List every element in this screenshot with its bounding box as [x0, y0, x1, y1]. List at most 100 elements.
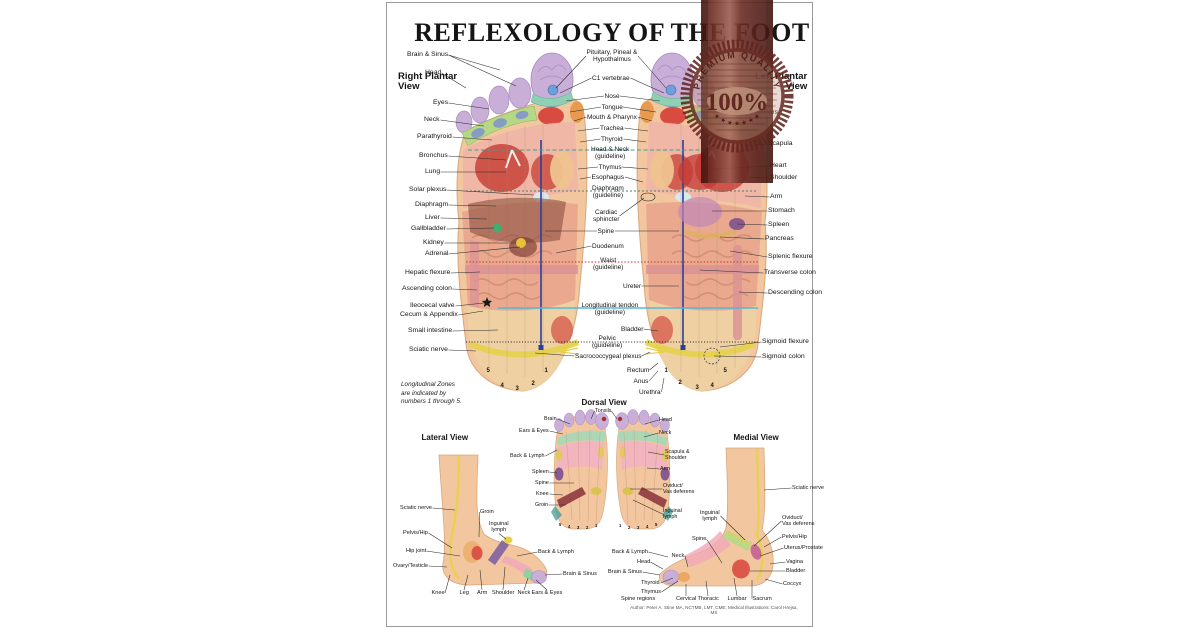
leader-line: [448, 204, 497, 207]
label-pancreas: Pancreas: [765, 235, 794, 242]
label-hip-joint: Hip joint: [406, 548, 427, 554]
label-sigmoid-flexure: Sigmoid flexure: [762, 338, 809, 345]
label-3: 3: [695, 384, 699, 391]
label-neck: Neck: [424, 116, 440, 123]
label-sacrum: Sacrum: [752, 596, 772, 602]
label-kidney: Kidney: [423, 239, 444, 246]
leader-line: [642, 571, 661, 576]
leader-line: [573, 116, 587, 122]
label-esophagus: Esophagus: [591, 173, 625, 181]
label-ureter: Ureter: [623, 282, 642, 290]
label-c1-vertebrae: C1 vertebrae: [592, 74, 630, 82]
label-lateral-view: Lateral View: [421, 432, 469, 442]
label-thyroid: Thyroid: [641, 580, 660, 586]
medial-view-foot: [658, 447, 774, 587]
label-head: Head: [425, 69, 442, 76]
leader-line: [661, 377, 665, 393]
label-knee: Knee: [431, 590, 445, 596]
leader-line: [647, 451, 665, 456]
leader-line: [448, 54, 501, 71]
label-trachea: Trachea: [600, 124, 624, 132]
label-groin: Groin: [480, 509, 494, 515]
label-back-lymph: Back & Lymph: [538, 549, 574, 555]
leader-line: [733, 577, 738, 597]
label-sciatic-nerve: Sciatic nerve: [409, 346, 448, 353]
leader-line: [555, 55, 587, 89]
leader-line: [706, 538, 723, 564]
label-2: 2: [678, 379, 682, 386]
leader-line: [549, 471, 558, 474]
leader-line: [544, 573, 563, 576]
label-arm: Arm: [477, 590, 488, 596]
label-1: 1: [595, 522, 598, 528]
footer-credits: Author: Peter A. Stine MA, NCTMB, LMT, C…: [630, 605, 798, 615]
leader-line: [452, 329, 499, 332]
leader-line: [579, 176, 592, 180]
label-cecum-appendix: Cecum & Appendix: [400, 311, 458, 318]
label-bladder: Bladder: [786, 568, 806, 574]
leader-line: [643, 432, 659, 438]
leader-line: [557, 418, 571, 425]
label-longitudinal-tendon-guideline: Longitudinal tendon (guideline): [581, 301, 639, 316]
leader-line: [705, 580, 709, 597]
label-4: 4: [500, 382, 504, 389]
label-3: 3: [637, 524, 640, 530]
label-pelvis-hip: Pelvis/Hip: [782, 534, 807, 540]
label-adrenal: Adrenal: [425, 250, 449, 257]
label-back-lymph: Back & Lymph: [612, 549, 648, 555]
leader-line: [648, 551, 669, 558]
label-head: Head: [659, 417, 672, 423]
label-spine: Spine: [597, 227, 615, 235]
leader-line: [446, 227, 495, 230]
label-inguinal-lymph: Inguinal lymph: [489, 520, 509, 533]
leader-line: [545, 449, 558, 457]
label-5: 5: [559, 521, 562, 527]
leader-line: [660, 577, 674, 584]
badge-seal: PREMIUM QUALITY 100% ★ ★ ★ ★ ★ ★ ★: [680, 39, 794, 153]
label-ovary-testicle: Ovary/Testicle: [393, 563, 429, 569]
label-sciatic-nerve: Sciatic nerve: [792, 485, 825, 491]
leader-line: [713, 355, 762, 358]
label-head-neck-guideline: Head & Neck (guideline): [591, 145, 630, 160]
label-oviduct-vas-deferens: Oviduct/ Vas deferens: [782, 514, 815, 527]
label-5: 5: [655, 521, 658, 527]
leader-line: [444, 574, 451, 594]
leader-line: [623, 138, 647, 143]
label-pelvic-guideline: Pelvic (guideline): [592, 334, 623, 349]
label-5: 5: [486, 367, 490, 374]
leader-line: [637, 116, 653, 122]
label-back-lymph: Back & Lymph: [510, 453, 545, 459]
label-4: 4: [710, 382, 714, 389]
leader-line: [478, 511, 480, 538]
leader-line: [738, 291, 768, 294]
leader-line: [498, 533, 507, 540]
leader-line: [448, 246, 521, 255]
leader-line: [720, 515, 746, 541]
leader-line: [502, 566, 506, 591]
label-eyes: Eyes: [433, 99, 449, 106]
label-inguinal-lymph: Inguinal lymph: [663, 508, 682, 521]
label-neck: Neck: [659, 430, 672, 436]
label-oviduct-vas-deferens: Oviduct/ Vas deferens: [663, 483, 695, 496]
label-brain: Brain: [544, 416, 557, 422]
leader-line: [624, 176, 644, 183]
label-neck: Neck: [671, 553, 685, 559]
label-shoulder: Shoulder: [492, 590, 515, 596]
leader-line: [719, 341, 762, 348]
leader-line: [621, 166, 649, 170]
leader-line: [446, 189, 535, 196]
label-spleen: Spleen: [532, 469, 549, 475]
laurel-wreath-icon: [680, 39, 794, 153]
leader-line: [719, 236, 765, 240]
label-lumbar: Lumbar: [727, 596, 747, 602]
leader-line: [579, 138, 601, 143]
lateral-view-foot: [438, 454, 548, 586]
leader-line: [555, 245, 592, 254]
zones-note: Longitudinal Zones are indicated by numb…: [401, 381, 462, 406]
label-liver: Liver: [425, 214, 440, 221]
label-leg: Leg: [459, 590, 469, 596]
label-stomach: Stomach: [768, 207, 795, 214]
leader-line: [428, 565, 448, 568]
